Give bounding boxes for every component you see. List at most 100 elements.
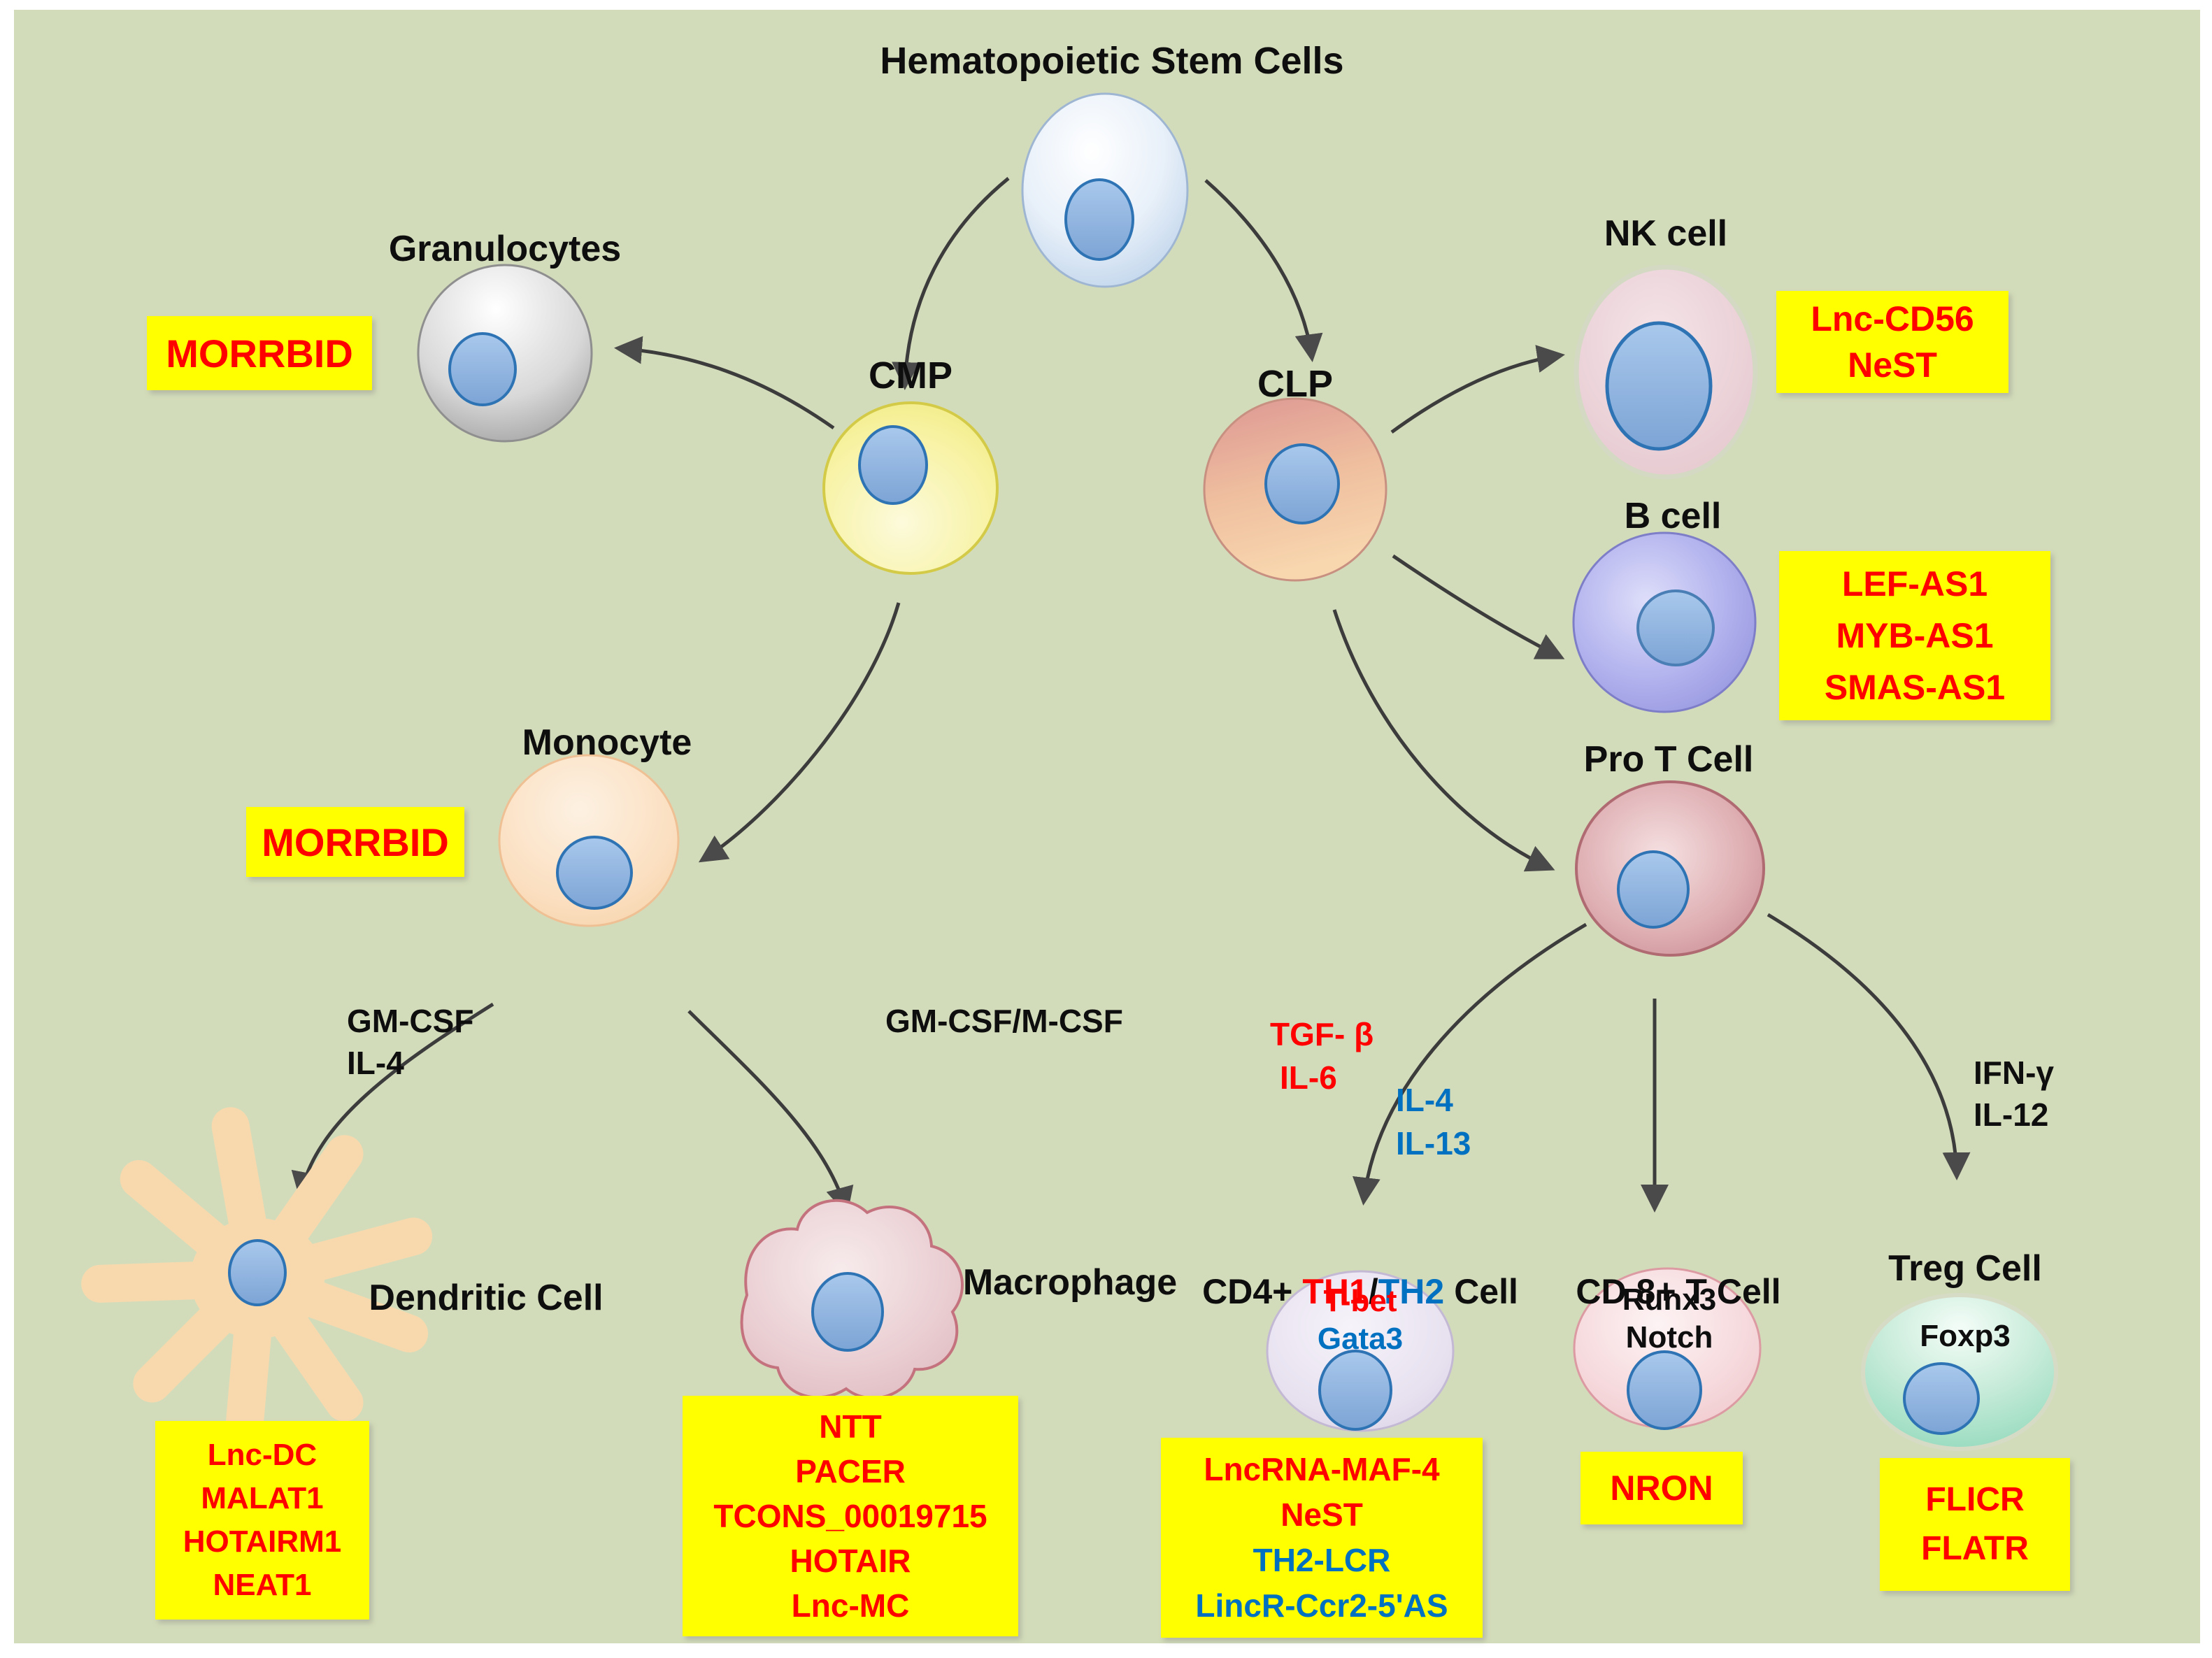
granulocyte-cell	[417, 264, 593, 443]
cytokine-gmcsf-mcsf: GM-CSF/M-CSF	[885, 1003, 1123, 1039]
cytokine-il4-th: IL-4	[1396, 1082, 1453, 1118]
pro-t-nucleus	[1617, 850, 1690, 929]
lncrna-entry: NEAT1	[213, 1568, 312, 1602]
cytokine-il4-dc: IL-4	[347, 1045, 404, 1081]
lncrna-entry: FLATR	[1921, 1530, 2029, 1567]
cd4-lncrna-box: LncRNA-MAF-4 NeST TH2-LCR LincR-Ccr2-5'A…	[1161, 1438, 1483, 1638]
clp-cell	[1203, 397, 1387, 582]
hsc-cell	[1021, 92, 1189, 288]
lineage-arrows	[291, 177, 1971, 1215]
cmp-nucleus	[858, 425, 928, 505]
arrow-prot-to-cd4	[1353, 922, 1587, 1206]
clp-label: CLP	[1257, 363, 1333, 405]
clp-nucleus	[1264, 443, 1340, 524]
dendritic-cell-label: Dendritic Cell	[369, 1278, 604, 1318]
morrbid-box-monocyte: MORRBID	[246, 807, 464, 877]
nk-cell-label: NK cell	[1604, 213, 1728, 254]
th2-cytokines: IL-4 IL-13	[1396, 1078, 1471, 1165]
monocyte-label: Monocyte	[522, 722, 692, 763]
lncrna-entry: HOTAIRM1	[183, 1524, 342, 1559]
lncrna-entry: FLICR	[1925, 1481, 2025, 1518]
b-cell-label: B cell	[1624, 496, 1722, 536]
cd4-label-th2: TH2	[1378, 1272, 1445, 1311]
treg-cell-shape	[1861, 1293, 2058, 1451]
arrow-clp-to-b	[1392, 554, 1565, 659]
gata3-marker: Gata3	[1317, 1322, 1404, 1356]
treg-cell-label: Treg Cell	[1888, 1248, 2042, 1289]
macrophage-label: Macrophage	[962, 1262, 1178, 1303]
dendritic-lncrna-box: Lnc-DC MALAT1 HOTAIRM1 NEAT1	[155, 1421, 369, 1620]
cd4-label-th1: TH1	[1302, 1272, 1369, 1311]
macrophage-cell-shape	[740, 1199, 964, 1400]
cytokine-tgfb: TGF- β	[1270, 1016, 1374, 1052]
granulocytes-label: Granulocytes	[388, 229, 622, 269]
lncrna-entry: NeST	[1848, 345, 1937, 385]
lncrna-entry: MYB-AS1	[1836, 616, 1994, 655]
arrow-monocyte-to-dendritic	[291, 1002, 494, 1200]
lncrna-entry: PACER	[795, 1453, 906, 1489]
cd4-nucleus	[1318, 1350, 1392, 1431]
arrow-hsc-to-cmp	[892, 177, 1010, 390]
arrow-prot-to-treg	[1767, 913, 1971, 1180]
lncrna-entry: HOTAIR	[790, 1543, 911, 1579]
nk-cell-shape	[1574, 264, 1758, 480]
cytokine-il12: IL-12	[1974, 1096, 2049, 1133]
pro-t-cell-label: Pro T Cell	[1583, 739, 1754, 780]
cytokine-il6: IL-6	[1280, 1059, 1337, 1096]
lncrna-entry: TH2-LCR	[1253, 1542, 1391, 1578]
granulocyte-nucleus	[448, 332, 517, 406]
cmp-cell	[822, 401, 999, 575]
cd4-label-prefix: CD4+	[1202, 1272, 1293, 1311]
lncrna-entry: LncRNA-MAF-4	[1204, 1451, 1440, 1487]
arrow-monocyte-to-macrophage	[687, 1010, 854, 1215]
lncrna-entry: LEF-AS1	[1841, 564, 1988, 603]
treg-cytokines: IFN-γ IL-12	[1974, 1052, 2054, 1136]
macrophage-cytokines: GM-CSF/M-CSF	[885, 1000, 1123, 1042]
cd8-cell-shape	[1573, 1267, 1762, 1430]
arrow-cmp-to-granulocytes	[614, 336, 835, 430]
b-cell-shape	[1572, 531, 1757, 713]
dendritic-nucleus	[228, 1239, 287, 1306]
lncrna-entry: SMAS-AS1	[1824, 668, 2006, 707]
cd8-lncrna-box: NRON	[1580, 1452, 1743, 1524]
lncrna-entry: NTT	[819, 1408, 882, 1445]
pro-t-cell-shape	[1575, 780, 1765, 957]
treg-nucleus	[1903, 1362, 1980, 1435]
macrophage-lncrna-box: NTT PACER TCONS_00019715 HOTAIR Lnc-MC	[683, 1396, 1018, 1636]
lncrna-entry: MALAT1	[201, 1481, 324, 1515]
lncrna-entry: Lnc-DC	[207, 1438, 317, 1472]
b-nucleus	[1636, 589, 1715, 666]
hsc-nucleus	[1064, 178, 1134, 261]
th1-cytokines: TGF- β IL-6	[1270, 1013, 1373, 1099]
cd4-cell-shape	[1266, 1270, 1455, 1432]
morrbid-box-granulocytes: MORRBID	[147, 316, 372, 390]
b-lncrna-box: LEF-AS1 MYB-AS1 SMAS-AS1	[1779, 551, 2050, 720]
arrow-cmp-to-monocyte	[698, 602, 901, 863]
arrow-clp-to-nk	[1390, 345, 1565, 434]
notch-marker: Notch	[1625, 1320, 1713, 1355]
monocyte-nucleus	[556, 836, 633, 910]
cd8-nucleus	[1627, 1350, 1702, 1430]
cd4-label-slash: /	[1368, 1272, 1378, 1311]
page-title: Hematopoietic Stem Cells	[880, 40, 1344, 82]
monocyte-cell-shape	[498, 754, 680, 927]
lncrna-entry: Lnc-MC	[791, 1587, 910, 1624]
cmp-label: CMP	[869, 355, 952, 396]
nk-nucleus	[1605, 321, 1713, 451]
arrow-clp-to-prot	[1332, 609, 1555, 872]
dendritic-cytokines: GM-CSF IL-4	[347, 1000, 473, 1084]
cytokine-il13: IL-13	[1396, 1125, 1471, 1162]
nk-lncrna-box: Lnc-CD56 NeST	[1776, 291, 2008, 393]
lncrna-entry: NeST	[1280, 1496, 1363, 1533]
cytokine-ifng: IFN-γ	[1974, 1055, 2054, 1091]
runx3-marker: Runx3	[1622, 1282, 1717, 1317]
dendritic-cell-shape	[81, 1107, 433, 1443]
tbet-marker: T-bet	[1323, 1284, 1397, 1318]
lncrna-entry: MORRBID	[262, 820, 449, 864]
arrow-hsc-to-clp	[1204, 179, 1323, 362]
lncrna-entry: MORRBID	[166, 331, 353, 376]
macrophage-nucleus	[811, 1272, 884, 1352]
lncrna-entry: LincR-Ccr2-5'AS	[1195, 1587, 1448, 1624]
